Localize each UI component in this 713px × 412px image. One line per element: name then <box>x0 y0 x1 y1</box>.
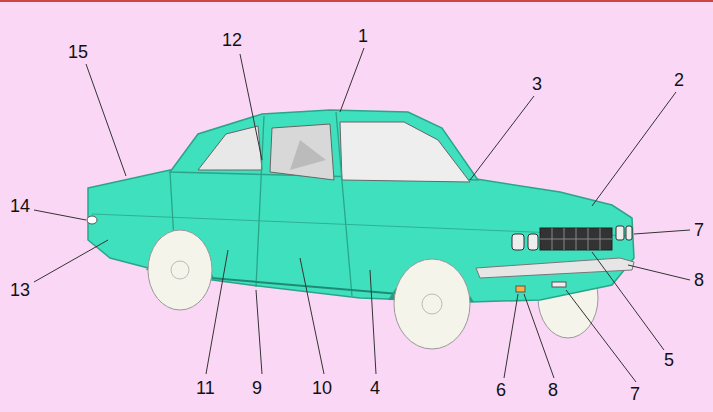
callout-number: 11 <box>196 378 215 398</box>
callout-number: 9 <box>252 378 262 398</box>
callout-number: 7 <box>694 220 704 240</box>
callout-number: 13 <box>10 280 30 300</box>
callout-number: 12 <box>222 30 242 50</box>
callout-number: 10 <box>312 378 332 398</box>
callout-number: 3 <box>532 74 542 94</box>
callout-number: 4 <box>370 378 380 398</box>
callout-number: 1 <box>358 26 368 46</box>
callout-number: 15 <box>68 42 88 62</box>
callout-number: 14 <box>10 196 30 216</box>
callout-number: 7 <box>630 384 640 404</box>
callout-number: 5 <box>664 350 674 370</box>
callout-number: 6 <box>496 380 506 400</box>
callout-number: 8 <box>548 380 558 400</box>
callout-number: 8 <box>694 270 704 290</box>
callout-number: 2 <box>674 70 684 90</box>
